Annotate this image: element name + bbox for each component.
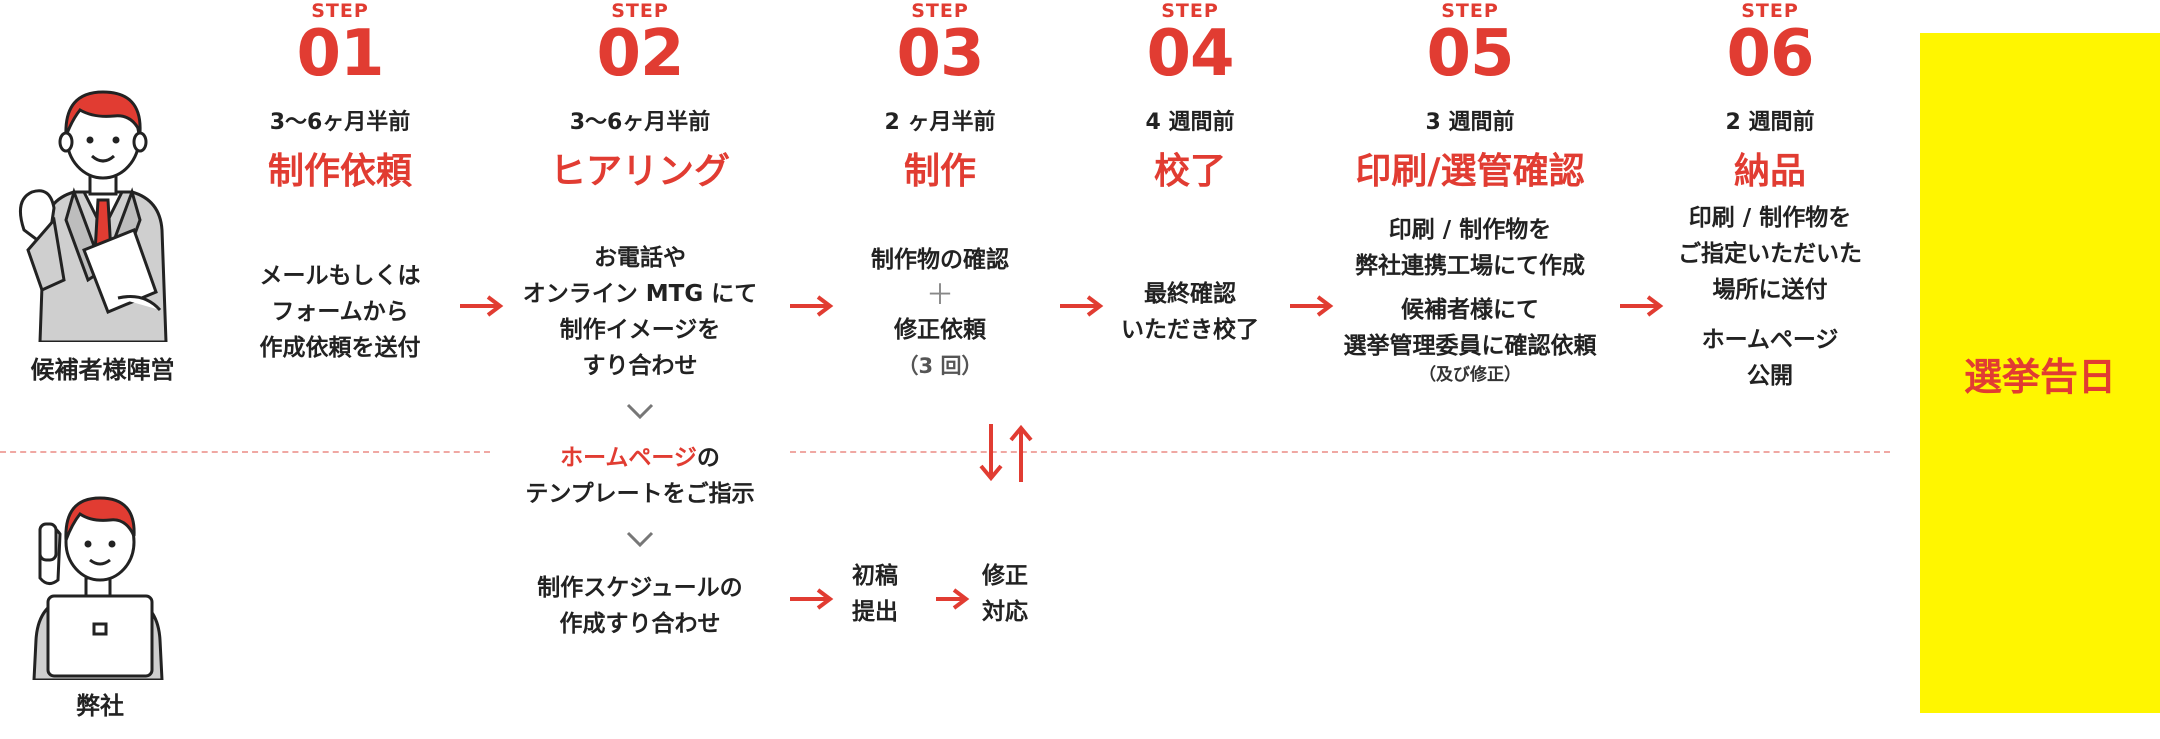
step-03-desc-line: 制作物の確認	[871, 247, 1009, 273]
step-03: STEP 03 2 ヶ月半前 制作	[840, 0, 1040, 194]
step-03-desc-line: 修正依頼	[894, 317, 986, 343]
step-01-timing: 3〜6ヶ月半前	[269, 110, 411, 135]
fix-line: 対応	[982, 599, 1028, 625]
down-arrow-icon	[979, 424, 1003, 482]
step-04-title: 校了	[1153, 151, 1226, 192]
step-03-title: 制作	[903, 151, 976, 192]
step-02-title: ヒアリング	[549, 151, 730, 192]
arrow-right-icon	[790, 295, 834, 317]
step-06-desc-line: 場所に送付	[1712, 277, 1828, 303]
divider-right	[790, 451, 1890, 453]
step-02-number: 02	[596, 17, 684, 91]
step-05-title: 印刷/選管確認	[1355, 151, 1585, 192]
revision-response: 修正 対応	[970, 558, 1040, 630]
step-02-description: お電話や オンライン MTG にて 制作イメージを すり合わせ	[500, 240, 780, 384]
step-02-desc-line: すり合わせ	[582, 353, 698, 379]
actor-candidate-label: 候補者様陣営	[30, 356, 175, 384]
step-06-label: STEP	[1741, 0, 1799, 22]
step-01-description: メールもしくは フォームから 作成依頼を送付	[225, 258, 455, 366]
step-05-label: STEP	[1441, 0, 1499, 22]
step-06-number: 06	[1726, 17, 1814, 91]
step-03-timing: 2 ヶ月半前	[884, 110, 996, 135]
step-02-desc-line: お電話や	[594, 245, 686, 271]
actor-company-label: 弊社	[76, 692, 124, 720]
step-04-timing: 4 週間前	[1145, 110, 1235, 135]
step-05-desc-line: 印刷 / 制作物を	[1388, 217, 1552, 243]
step-05-timing: 3 週間前	[1425, 110, 1515, 135]
arrow-right-icon	[1290, 295, 1334, 317]
step-05-desc-line: 選挙管理委員に確認依頼	[1343, 333, 1597, 359]
step-02-desc-line: 制作イメージを	[559, 317, 721, 343]
election-day-panel: 選挙告日	[1920, 33, 2160, 713]
step-02-sub1-line2: テンプレートをご指示	[525, 481, 755, 507]
step-02-sub1: ホームページの テンプレートをご指示	[490, 440, 790, 512]
step-03-number: 03	[896, 17, 984, 91]
step-04-number: 04	[1146, 17, 1234, 91]
draft-line: 提出	[852, 599, 898, 625]
step-01-title: 制作依頼	[267, 151, 412, 192]
homepage-keyword: ホームページ	[560, 445, 697, 471]
step-01-label: STEP	[311, 0, 369, 22]
up-arrow-icon	[1009, 424, 1033, 482]
step-05-note: （及び修正）	[1419, 365, 1521, 385]
chevron-down-icon	[626, 403, 654, 420]
step-03-description: 制作物の確認 ＋ 修正依頼 （3 回）	[830, 242, 1050, 384]
step-03-note: （3 回）	[897, 354, 983, 378]
first-draft-submit: 初稿 提出	[840, 558, 910, 630]
step-02: STEP 02 3〜6ヶ月半前 ヒアリング	[540, 0, 740, 194]
chevron-down-icon	[626, 531, 654, 548]
step-03-label: STEP	[911, 0, 969, 22]
step-02-label: STEP	[611, 0, 669, 22]
step-02-sub2-line: 制作スケジュールの	[537, 575, 743, 601]
draft-line: 初稿	[852, 563, 898, 589]
step-01-number: 01	[296, 17, 384, 91]
step-04-label: STEP	[1161, 0, 1219, 22]
step-06-desc-line: 印刷 / 制作物を	[1688, 205, 1852, 231]
step-06-title: 納品	[1733, 151, 1806, 192]
step-02-timing: 3〜6ヶ月半前	[569, 110, 711, 135]
divider-left	[0, 451, 490, 453]
arrow-right-icon	[1060, 295, 1104, 317]
step-06: STEP 06 2 週間前 納品	[1670, 0, 1870, 194]
step-02-sub2-line: 作成すり合わせ	[559, 611, 721, 637]
election-day-label: 選挙告日	[1963, 354, 2116, 399]
step-02-sub2: 制作スケジュールの 作成すり合わせ	[510, 570, 770, 642]
homepage-keyword: ホームページ	[1701, 327, 1839, 353]
step-06-desc-line: ご指定いただいた	[1678, 241, 1862, 267]
step-06-timing: 2 週間前	[1725, 110, 1815, 135]
step-02-desc-line: オンライン MTG にて	[522, 281, 758, 307]
step-04: STEP 04 4 週間前 校了	[1090, 0, 1290, 194]
step-04-desc-line: いただき校了	[1121, 317, 1259, 343]
step-05-number: 05	[1426, 17, 1514, 91]
step-04-description: 最終確認 いただき校了	[1080, 276, 1300, 348]
arrow-right-icon	[1620, 295, 1664, 317]
step-06-publish: 公開	[1747, 363, 1793, 389]
arrow-right-icon	[790, 588, 834, 610]
businessman-icon	[18, 90, 168, 344]
fix-line: 修正	[982, 563, 1028, 589]
arrow-right-icon	[936, 588, 970, 610]
step-05: STEP 05 3 週間前 印刷/選管確認	[1320, 0, 1620, 194]
step-05-description: 印刷 / 制作物を 弊社連携工場にて作成 候補者様にて 選挙管理委員に確認依頼 …	[1320, 212, 1620, 386]
step-02-sub1-rest: の	[696, 445, 720, 471]
step-01-desc-line: フォームから	[271, 299, 409, 325]
candidate-illustration	[14, 80, 192, 344]
step-04-desc-line: 最終確認	[1144, 281, 1236, 307]
plus-icon: ＋	[925, 278, 954, 311]
company-illustration	[18, 470, 178, 682]
phone-operator-icon	[32, 496, 164, 682]
step-01-desc-line: メールもしくは	[259, 263, 421, 289]
step-05-desc-line: 候補者様にて	[1401, 297, 1539, 323]
step-05-desc-line: 弊社連携工場にて作成	[1355, 253, 1585, 279]
step-06-description: 印刷 / 制作物を ご指定いただいた 場所に送付 ホームページ 公開	[1650, 200, 1890, 394]
arrow-right-icon	[460, 295, 504, 317]
step-01: STEP 01 3〜6ヶ月半前 制作依頼	[240, 0, 440, 194]
step-01-desc-line: 作成依頼を送付	[259, 335, 421, 361]
